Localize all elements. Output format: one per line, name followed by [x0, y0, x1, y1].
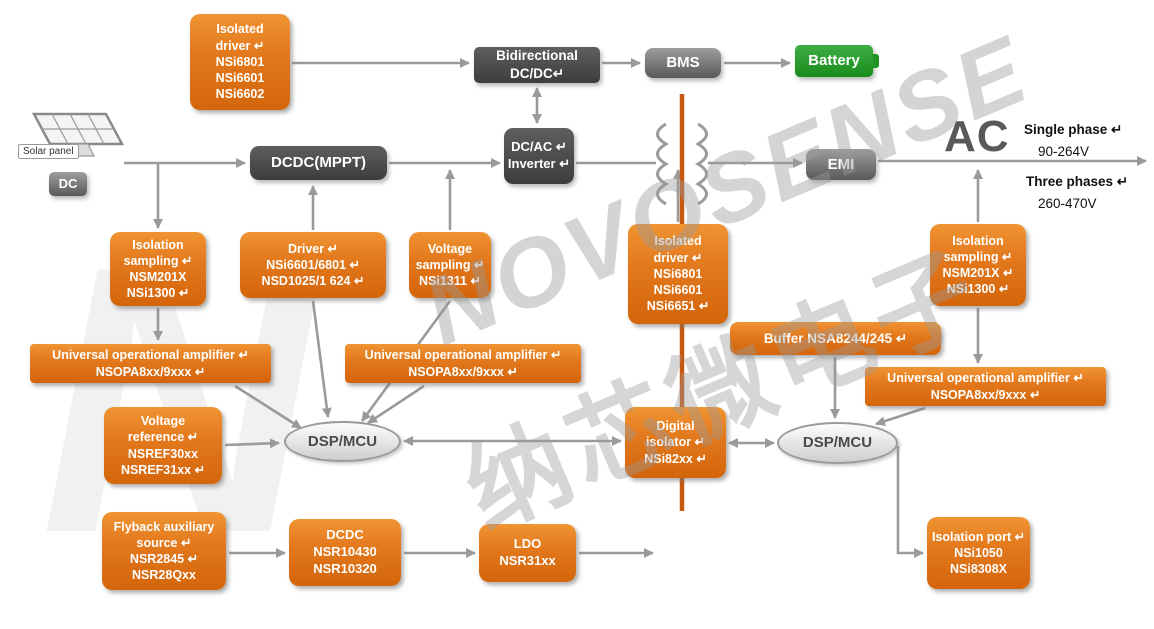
box-line: source ↵ [136, 535, 192, 550]
voltage-sampling-box: Voltage sampling ↵ NSi1311 ↵ [409, 232, 491, 298]
battery-box: Battery [795, 45, 879, 77]
buffer-box: Buffer NSA8244/245 ↵ [730, 322, 941, 355]
box-line: NSi6801 [653, 266, 703, 281]
box-line: LDO [513, 536, 542, 552]
ac-single-phase-range: 90-264V [1038, 144, 1090, 159]
box-line: NSi82xx ↵ [644, 451, 707, 466]
box-line: NSi1300 ↵ [126, 286, 190, 301]
solar-panel-icon [31, 112, 125, 157]
dc-badge: DC [49, 172, 87, 196]
dsp-mcu-left: DSP/MCU [284, 421, 401, 462]
dc-badge-label: DC [58, 175, 78, 191]
box-line: DCDC(MPPT) [271, 154, 366, 172]
box-line: Battery [808, 52, 860, 70]
box-line: NSi6602 [215, 87, 265, 102]
box-line: DC/AC ↵ [511, 139, 567, 155]
box-line: Flyback auxiliary [113, 519, 215, 534]
box-line: isolator ↵ [645, 435, 706, 450]
box-line: NSREF31xx ↵ [120, 462, 206, 477]
box-line: NSi6601 [653, 283, 703, 298]
box-line: NSi1311 ↵ [419, 274, 481, 289]
box-line: sampling ↵ [943, 249, 1013, 264]
box-line: NSi1300 ↵ [946, 282, 1010, 297]
bidirectional-dcdc-box: Bidirectional DC/DC↵ [474, 47, 600, 83]
box-line: NSOPA8xx/9xxx ↵ [95, 364, 206, 379]
arrows [124, 58, 1147, 558]
box-line: Universal operational amplifier ↵ [364, 348, 562, 363]
box-line: NSi6601 [215, 71, 265, 86]
isolation-port-box: Isolation port ↵ NSi1050 NSi8308X [927, 517, 1030, 589]
box-line: reference ↵ [127, 430, 199, 445]
isolated-driver-mid-box: Isolated driver ↵ NSi6801 NSi6601 NSi665… [628, 224, 728, 324]
box-line: NSOPA8xx/9xxx ↵ [408, 364, 518, 379]
voltage-reference-box: Voltage reference ↵ NSREF30xx NSREF31xx … [104, 407, 222, 484]
box-line: NSREF30xx [127, 446, 199, 461]
box-line: EMI [827, 155, 855, 173]
bms-box: BMS [645, 48, 721, 78]
box-line: Voltage [427, 241, 473, 256]
box-line: NSi8308X [950, 562, 1007, 577]
box-line: DSP/MCU [307, 432, 378, 450]
box-line: NSOPA8xx/9xxx ↵ [930, 387, 1041, 402]
dcac-inverter-box: DC/AC ↵ Inverter ↵ [504, 128, 574, 184]
box-line: Universal operational amplifier ↵ [52, 348, 249, 363]
transformer-icon [656, 122, 708, 206]
box-line: NSR28Qxx [132, 568, 196, 583]
dsp-mcu-right: DSP/MCU [777, 422, 898, 464]
ac-label: AC [944, 112, 1010, 161]
box-line: sampling ↵ [123, 253, 193, 268]
box-line: Digital [656, 419, 695, 434]
box-line: NSR2845 ↵ [129, 552, 199, 566]
driver-box: Driver ↵ NSi6601/6801 ↵ NSD1025/1 624 ↵ [240, 232, 386, 298]
ac-three-phase-range: 260-470V [1038, 196, 1097, 211]
box-line: Isolated [216, 22, 264, 37]
dcdc-bottom-box: DCDC NSR10430 NSR10320 [289, 519, 401, 586]
box-line: Isolated [654, 234, 702, 249]
box-line: NSR10430 [313, 544, 377, 560]
isolation-sampling-right-box: Isolation sampling ↵ NSM201X ↵ NSi1300 ↵ [930, 224, 1026, 306]
ldo-box: LDO NSR31xx [479, 524, 576, 582]
opamp-left-box: Universal operational amplifier ↵ NSOPA8… [30, 344, 271, 383]
ac-single-phase-label: Single phase ↵ [1024, 122, 1123, 137]
box-line: Isolation [132, 237, 184, 252]
box-line: Driver ↵ [287, 241, 339, 256]
box-line: DCDC [326, 527, 364, 543]
box-line: NSR10320 [313, 560, 377, 576]
solar-panel-label: Solar panel [18, 144, 79, 159]
isolated-driver-top-box: Isolated driver ↵ NSi6801 NSi6601 NSi660… [190, 14, 290, 110]
box-line: BMS [666, 54, 700, 72]
box-line: Buffer NSA8244/245 ↵ [763, 330, 908, 346]
isolation-sampling-left-box: Isolation sampling ↵ NSM201X NSi1300 ↵ [110, 232, 206, 306]
ac-three-phase-label: Three phases ↵ [1026, 174, 1129, 189]
emi-box: EMI [806, 149, 876, 180]
box-line: NSi1050 [954, 545, 1003, 560]
box-line: DSP/MCU [802, 434, 873, 452]
box-line: Voltage [140, 414, 186, 428]
box-line: Isolation port ↵ [931, 529, 1026, 544]
opamp-center-box: Universal operational amplifier ↵ NSOPA8… [345, 344, 581, 383]
box-line: DC/DC↵ [509, 66, 565, 81]
box-line: driver ↵ [215, 38, 265, 53]
box-line: sampling ↵ [415, 257, 485, 272]
box-line: NSD1025/1 624 ↵ [261, 274, 365, 289]
box-line: Inverter ↵ [507, 156, 571, 171]
dcdc-mppt-box: DCDC(MPPT) [250, 146, 387, 180]
box-line: NSM201X [129, 270, 187, 284]
flyback-auxiliary-source-box: Flyback auxiliary source ↵ NSR2845 ↵ NSR… [102, 512, 226, 590]
box-line: Universal operational amplifier ↵ [887, 371, 1084, 386]
opamp-right-box: Universal operational amplifier ↵ NSOPA8… [865, 367, 1106, 406]
box-line: NSi6651 ↵ [646, 299, 710, 314]
solar-panel: Solar panel [14, 108, 134, 200]
digital-isolator-box: Digital isolator ↵ NSi82xx ↵ [625, 407, 726, 478]
box-line: driver ↵ [653, 250, 703, 265]
box-line: NSi6601/6801 ↵ [266, 257, 360, 272]
box-line: Isolation [952, 233, 1004, 248]
box-line: NSR31xx [499, 553, 556, 568]
box-line: NSi6801 [215, 54, 265, 69]
box-line: NSM201X ↵ [942, 266, 1014, 280]
box-line: Bidirectional [496, 48, 578, 64]
